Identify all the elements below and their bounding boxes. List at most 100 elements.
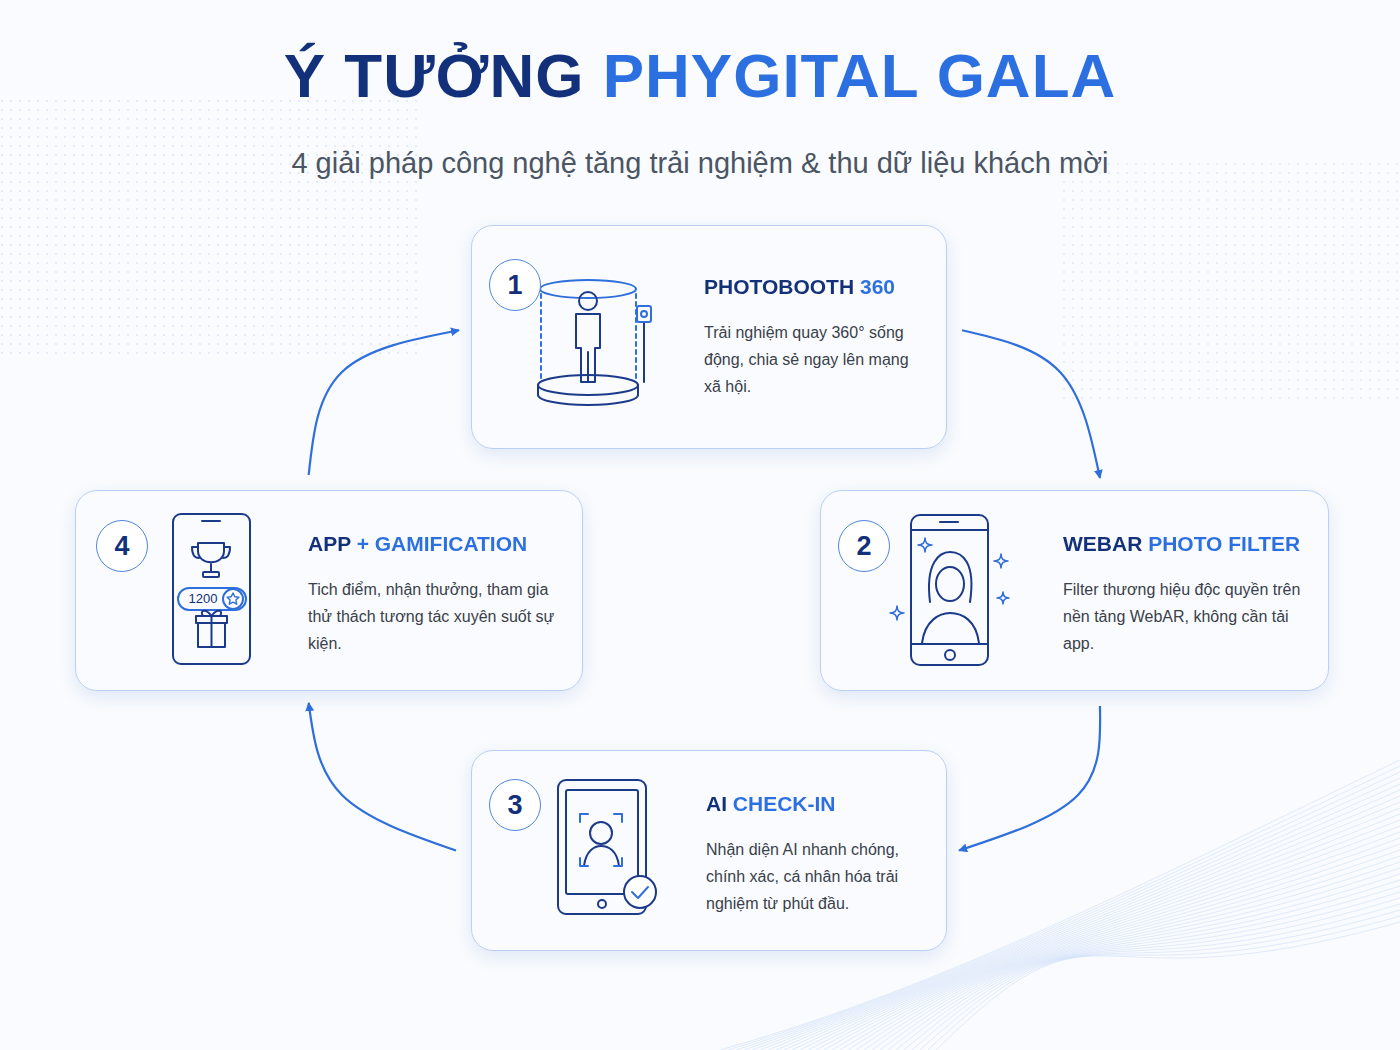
gamification-phone-icon-part (203, 572, 219, 577)
step-number: 4 (114, 533, 129, 560)
card-text: APP + GAMIFICATION Tich điểm, nhận thưởng… (308, 531, 570, 657)
photobooth-icon-part (576, 314, 600, 382)
gamification-phone-icon (173, 514, 250, 664)
wave-line (768, 796, 1400, 1050)
flow-arrow (309, 330, 459, 475)
card-heading: AI CHECK-IN (706, 791, 836, 816)
photobooth-icon-part (540, 280, 636, 298)
webar-phone-icon-part (940, 521, 958, 523)
card-heading-row: WEBAR PHOTO FILTER (1063, 531, 1318, 556)
step-number-circle: 4 (96, 520, 148, 572)
card-text: PHOTOBOOTH 360Trải nghiệm quay 360° sống… (704, 274, 926, 400)
card-body: Tich điểm, nhận thưởng, tham gia thử thá… (308, 576, 570, 657)
wave-line (904, 898, 1400, 1050)
ai-checkin-icon-part (598, 900, 606, 908)
wave-line (776, 802, 1400, 1050)
dot-texture-part (0, 100, 420, 360)
wave-line (920, 910, 1400, 1050)
webar-phone-icon-part-part (997, 592, 1009, 604)
step-number-circle: 1 (489, 259, 541, 311)
gamification-phone-icon-part (223, 589, 243, 609)
gamification-phone-icon-part (173, 514, 250, 664)
gamification-phone-icon-part (202, 611, 221, 616)
webar-phone-icon-part-part (890, 606, 904, 620)
photobooth-icon-part (641, 311, 647, 317)
webar-phone-icon-part (922, 613, 979, 643)
photobooth-icon-part (643, 322, 645, 382)
flow-arrow (309, 703, 456, 851)
photobooth-icon-part (538, 385, 638, 405)
card-text: AI CHECK-IN Nhận diện AI nhanh chóng, chí… (706, 791, 936, 917)
wave-line (872, 874, 1400, 1050)
webar-phone-icon-part-part (918, 538, 932, 552)
gamification-phone-icon-part (178, 588, 246, 610)
wave-line (864, 868, 1400, 1050)
photobooth-icon-part (637, 306, 651, 322)
card-body: Nhận diện AI nhanh chóng, chính xác, cá … (706, 836, 936, 917)
ai-checkin-icon-part (566, 790, 638, 894)
webar-phone-icon-part-part (994, 554, 1008, 568)
webar-phone-icon-part (936, 567, 964, 601)
gamification-phone-icon-part (227, 593, 239, 604)
card-heading: WEBAR PHOTO FILTER (1063, 531, 1300, 556)
step-number: 1 (507, 272, 522, 299)
ai-checkin-icon-part (632, 887, 648, 898)
card-text: WEBAR PHOTO FILTER Filter thương hiệu độc… (1063, 531, 1318, 657)
wave-line (840, 850, 1400, 1050)
card-heading-row: PHOTOBOOTH 360 (704, 274, 926, 299)
wave-line (824, 838, 1400, 1050)
wave-line (888, 886, 1400, 1050)
card-body: Trải nghiệm quay 360° sống động, chia sẻ… (704, 319, 926, 400)
photobooth-icon-part (579, 292, 597, 310)
gamification-phone-icon-part (210, 564, 212, 572)
webar-phone-icon-part (890, 538, 1009, 620)
card-heading: PHOTOBOOTH 360 (704, 274, 895, 299)
ai-checkin-icon (558, 780, 656, 914)
wave-line (856, 862, 1400, 1050)
flow-arrow (962, 330, 1100, 478)
step-number: 2 (856, 533, 871, 560)
wave-line (744, 778, 1400, 1050)
photobooth-icon (538, 280, 651, 405)
gamification-phone-icon-part (198, 543, 224, 562)
wave-line (752, 784, 1400, 1050)
dot-texture-part (1060, 160, 1400, 400)
webar-phone-icon (890, 515, 1009, 665)
ai-checkin-icon-part (590, 822, 612, 844)
webar-phone-icon-part (912, 529, 987, 531)
photobooth-icon-part (540, 294, 542, 382)
wave-line (760, 790, 1400, 1050)
dot-texture (0, 100, 1400, 400)
photobooth-icon-part (587, 352, 589, 382)
step-number-circle: 3 (489, 779, 541, 831)
solution-card: AI CHECK-IN Nhận diện AI nhanh chóng, chí… (471, 750, 947, 951)
webar-phone-icon-part (911, 515, 988, 665)
webar-phone-icon-part (945, 650, 955, 660)
solution-card: WEBAR PHOTO FILTER Filter thương hiệu độc… (820, 490, 1329, 691)
wave-line (848, 856, 1400, 1050)
step-number: 3 (507, 792, 522, 819)
card-heading-row: AI CHECK-IN (706, 791, 936, 816)
wave-line (832, 844, 1400, 1050)
ai-checkin-icon-part (624, 876, 656, 908)
wave-line (896, 892, 1400, 1050)
solution-card: PHOTOBOOTH 360Trải nghiệm quay 360° sống… (471, 225, 947, 449)
card-body: Filter thương hiệu độc quyền trên nền tả… (1063, 576, 1318, 657)
wave-line (808, 826, 1400, 1050)
flow-arrow (959, 706, 1100, 851)
points-label: 1200 (180, 590, 226, 608)
wave-line (816, 832, 1400, 1050)
card-heading: APP + GAMIFICATION (308, 531, 527, 556)
gamification-phone-icon-part (211, 616, 213, 647)
wave-line (880, 880, 1400, 1050)
webar-phone-icon-part (912, 643, 987, 645)
step-number-circle: 2 (838, 520, 890, 572)
page-title: Ý TƯỞNG PHYGITAL GALA (284, 40, 1117, 111)
wave-line (928, 916, 1400, 1050)
title-row: Ý TƯỞNG PHYGITAL GALA (0, 40, 1400, 111)
wave-line (912, 904, 1400, 1050)
ai-checkin-icon-part (580, 814, 622, 866)
wave-line (936, 922, 1400, 1050)
ai-checkin-icon-part (584, 846, 619, 866)
